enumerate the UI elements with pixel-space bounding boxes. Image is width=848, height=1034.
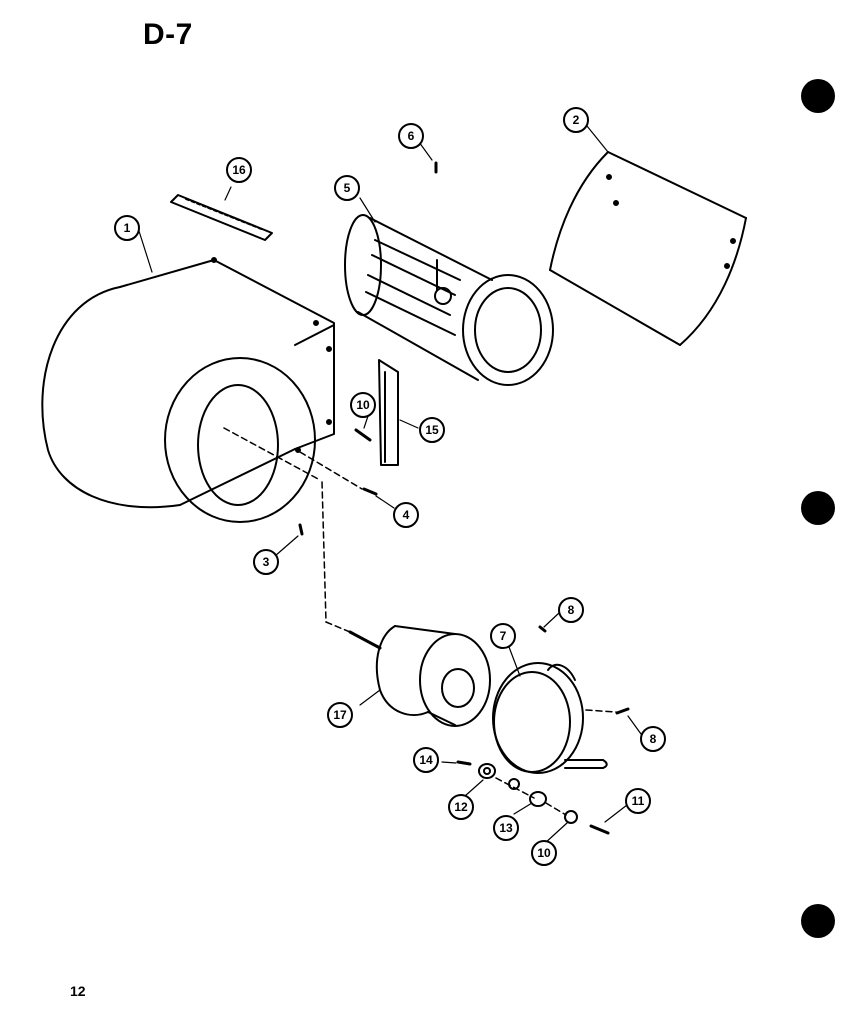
callout-8-top: 8 [558, 597, 584, 623]
callout-2: 2 [563, 107, 589, 133]
svg-text:12: 12 [454, 800, 468, 814]
callout-10-lower: 10 [531, 840, 557, 866]
callouts: 1 2 3 4 5 6 7 8 8 10 10 11 12 13 14 15 1… [114, 107, 666, 866]
svg-text:8: 8 [650, 732, 657, 746]
svg-text:11: 11 [632, 794, 645, 808]
callout-6: 6 [398, 123, 424, 149]
callout-15: 15 [419, 417, 445, 443]
housing-brace [378, 359, 399, 466]
blower-housing [41, 257, 335, 523]
binder-hole-bottom [801, 904, 835, 938]
motor-mount-band [492, 662, 608, 774]
callout-14: 14 [413, 747, 439, 773]
svg-text:10: 10 [356, 398, 370, 412]
svg-text:16: 16 [232, 163, 246, 177]
svg-text:4: 4 [403, 508, 410, 522]
svg-text:1: 1 [124, 221, 131, 235]
svg-text:6: 6 [408, 129, 415, 143]
callout-3: 3 [253, 549, 279, 575]
page-title: D-7 [143, 18, 193, 51]
callout-13: 13 [493, 815, 519, 841]
callout-8-right: 8 [640, 726, 666, 752]
svg-text:14: 14 [419, 753, 433, 767]
callout-17: 17 [327, 702, 353, 728]
callout-10-upper: 10 [350, 392, 376, 418]
svg-text:3: 3 [263, 555, 270, 569]
blower-wheel [344, 214, 554, 386]
svg-text:2: 2 [573, 113, 580, 127]
screws [298, 161, 630, 835]
svg-text:8: 8 [568, 603, 575, 617]
svg-text:10: 10 [537, 846, 551, 860]
gasket-strip [170, 194, 273, 241]
svg-text:17: 17 [333, 708, 347, 722]
svg-text:15: 15 [425, 423, 439, 437]
blower-motor [348, 625, 491, 727]
callout-12: 12 [448, 794, 474, 820]
callout-5: 5 [334, 175, 360, 201]
alignment-lines [223, 427, 617, 816]
grommets [478, 763, 578, 824]
callout-7: 7 [490, 623, 516, 649]
housing-scroll-sheet [549, 151, 747, 346]
callout-11: 11 [625, 788, 651, 814]
callout-4: 4 [393, 502, 419, 528]
callout-16: 16 [226, 157, 252, 183]
leader-lines [138, 125, 642, 845]
svg-text:7: 7 [500, 629, 507, 643]
binder-hole-middle [801, 491, 835, 525]
svg-text:5: 5 [344, 181, 351, 195]
page-number: 12 [70, 983, 86, 999]
callout-1: 1 [114, 215, 140, 241]
binder-hole-top [801, 79, 835, 113]
svg-text:13: 13 [499, 821, 513, 835]
